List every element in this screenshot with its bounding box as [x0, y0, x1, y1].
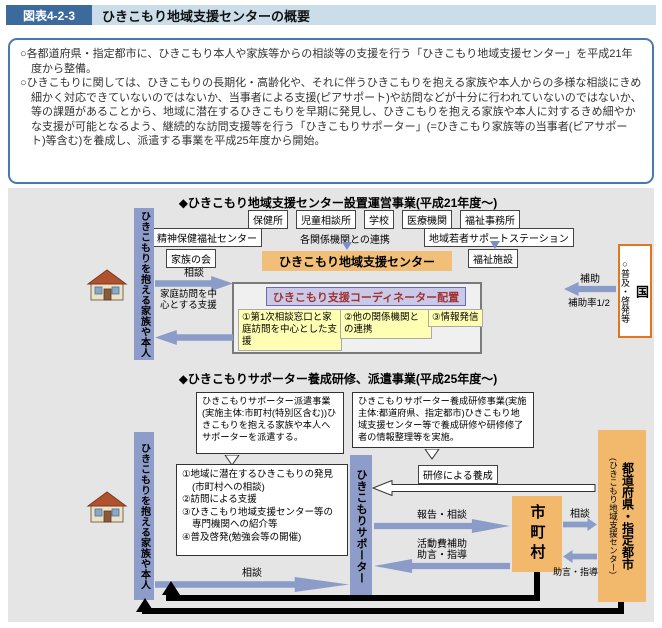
support-flow-inner-line: [166, 595, 540, 601]
callout-tail-icon: [224, 453, 240, 471]
sodan-mid-label: 相談: [570, 509, 590, 520]
family-banner-top: ひきこもりを抱える家族や本人: [134, 208, 154, 360]
house-icon: [86, 488, 128, 524]
support-center-box: ひきこもり地域支援センター: [262, 251, 452, 271]
family-banner-bottom: ひきこもりを抱える家族や本人: [134, 432, 154, 600]
figure-title: ひきこもり地域支援センターの概要: [102, 8, 311, 24]
katei-homon-label: 家庭訪問を中心とする支援: [160, 289, 218, 311]
org-seishinhoken-box: 精神保健福祉センター: [152, 228, 262, 247]
katsudohi-label-line2: 助言・指導: [417, 550, 467, 561]
hokoku-sodan-arrow: [374, 519, 510, 533]
supporter-task-4: ④普及啓発(勉強会等の開催): [182, 531, 302, 543]
supporter-tasks-box: ①地域に潜在するひきこもりの発見(市町村への相談) ②訪問による支援 ③ひきこも…: [176, 464, 348, 556]
kuni-label: 国: [634, 284, 649, 298]
task2-box: ②他の関係機関との連携: [340, 309, 432, 339]
kenshu-yosei-label: 研修による養成: [418, 465, 498, 484]
org-hokenjo-box: 保健所: [248, 210, 288, 229]
callout-haken-box: ひきこもりサポーター派遣事業(実施主体:市町村(特別区含む))ひきこもりを抱える…: [196, 392, 344, 454]
hojo-rate-label: 補助率1/2: [568, 298, 610, 309]
org-fukushijimusho-box: 福祉事務所: [460, 210, 520, 229]
diagram2-title: ◆ひきこもりサポーター養成研修、派遣事業(平成25年度〜): [178, 372, 498, 386]
task3-box: ③情報発信: [428, 309, 483, 327]
prefecture-sublabel: (ひきこもり地域支援センター): [608, 457, 619, 575]
katei-homon-arrow: [155, 330, 233, 345]
figure-title-bar: ひきこもり地域支援センターの概要: [92, 5, 656, 25]
kenshu-yosei-arrow: [371, 479, 596, 501]
kuni-note: ○普及・啓発等: [620, 259, 630, 323]
jogen-label: 助言・指導: [553, 567, 599, 577]
intro-paragraph-2: ○ひきこもりに関しては、ひきこもりの長期化・高齢化や、それに伴うひきこもりを抱え…: [20, 77, 642, 148]
supporter-task-3: ③ひきこもり地域支援センター等の専門機関への紹介等: [182, 506, 334, 531]
callout-yosei-box: ひきこもりサポーター養成研修事業(実施主体:都道府県、指定都市)ひきこもり地域支…: [352, 392, 534, 448]
coordinator-box: ひきこもり支援コーディネーター配置: [266, 287, 466, 306]
hokoku-sodan-label: 報告・相談: [417, 510, 467, 521]
support-flow-outer-line: [618, 602, 624, 612]
municipality-box: 市町村: [512, 496, 562, 572]
org-fukushishisetsu-box: 福祉施設: [468, 249, 518, 268]
diagram1-title: ◆ひきこもり地域支援センター設置運営事業(平成21年度〜): [178, 196, 498, 210]
diagram-background: ◆ひきこもり地域支援センター設置運営事業(平成21年度〜) 保健所 児童相談所 …: [8, 188, 654, 622]
org-kazokunokai-box: 家族の会: [166, 249, 216, 268]
org-jidosodanjo-box: 児童相談所: [296, 210, 356, 229]
support-flow-inner-arrowhead-icon: [162, 581, 180, 595]
support-flow-outer-line: [142, 608, 624, 614]
renkei-label: 各関係機関との連携: [300, 235, 390, 246]
sodan-arrow-label: 相談: [184, 268, 204, 279]
katsudohi-label-line1: 活動費補助: [417, 539, 467, 550]
sodan-bottom-arrow: [155, 577, 349, 592]
jogen-arrow: [563, 550, 597, 563]
supporter-task-1: ①地域に潜在するひきこもりの発見(市町村への相談): [182, 469, 334, 493]
supporter-banner: ひきこもりサポーター: [350, 455, 372, 597]
figure-number-label: 図表4-2-3: [6, 5, 92, 25]
org-iryokikan-box: 医療機関: [402, 210, 452, 229]
org-gakko-box: 学校: [364, 210, 394, 229]
prefecture-label: 都道府県・指定都市: [620, 461, 635, 570]
intro-text-box: ○各都道府県・指定都市に、ひきこもり本人や家族等からの相談等の支援を行う「ひきこ…: [8, 38, 654, 184]
task1-box: ①第1次相談窓口と家庭訪問を中心とした支援: [238, 309, 342, 351]
national-government-box: 国 ○普及・啓発等: [618, 244, 652, 338]
hojo-arrow-label: 補助: [580, 274, 600, 285]
supporter-task-2: ②訪問による支援: [182, 494, 257, 506]
prefecture-box: 都道府県・指定都市 (ひきこもり地域支援センター): [598, 430, 646, 602]
support-flow-inner-line: [534, 572, 540, 601]
intro-paragraph-1: ○各都道府県・指定都市に、ひきこもり本人や家族等からの相談等の支援を行う「ひきこ…: [20, 48, 633, 75]
house-icon: [86, 266, 128, 302]
sodan-bottom-label: 相談: [242, 568, 262, 579]
katsudohi-arrow: [374, 559, 510, 573]
connector-arrow-down-icon: [342, 242, 352, 250]
callout-tail-icon: [424, 447, 440, 465]
connector-arrow-down-icon: [490, 241, 500, 249]
